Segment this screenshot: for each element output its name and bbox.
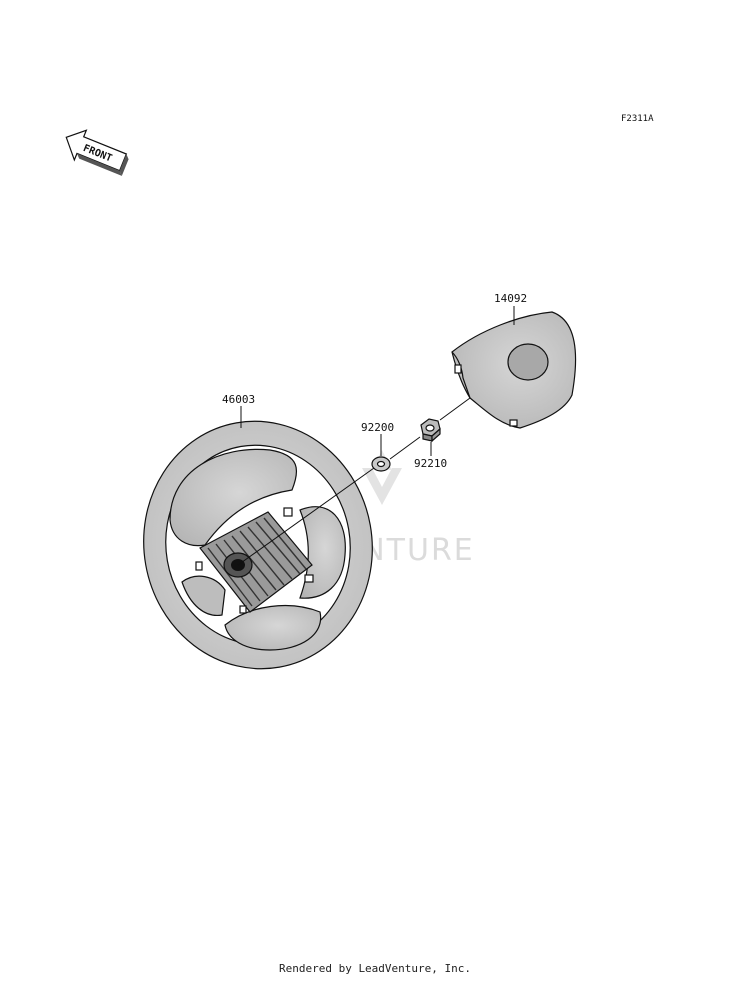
washer-part bbox=[371, 456, 391, 472]
nut-part bbox=[420, 418, 441, 443]
steering-wheel-part bbox=[143, 420, 373, 670]
part-number-92210: 92210 bbox=[414, 457, 447, 470]
part-number-14092: 14092 bbox=[494, 292, 527, 305]
part-number-92200: 92200 bbox=[361, 421, 394, 434]
front-arrow-icon: FRONT bbox=[65, 129, 129, 176]
part-number-46003: 46003 bbox=[222, 393, 255, 406]
figure-code: F2311A bbox=[621, 114, 654, 124]
footer-credit: Rendered by LeadVenture, Inc. bbox=[278, 962, 472, 975]
horn-pad-cover-part bbox=[451, 311, 577, 429]
